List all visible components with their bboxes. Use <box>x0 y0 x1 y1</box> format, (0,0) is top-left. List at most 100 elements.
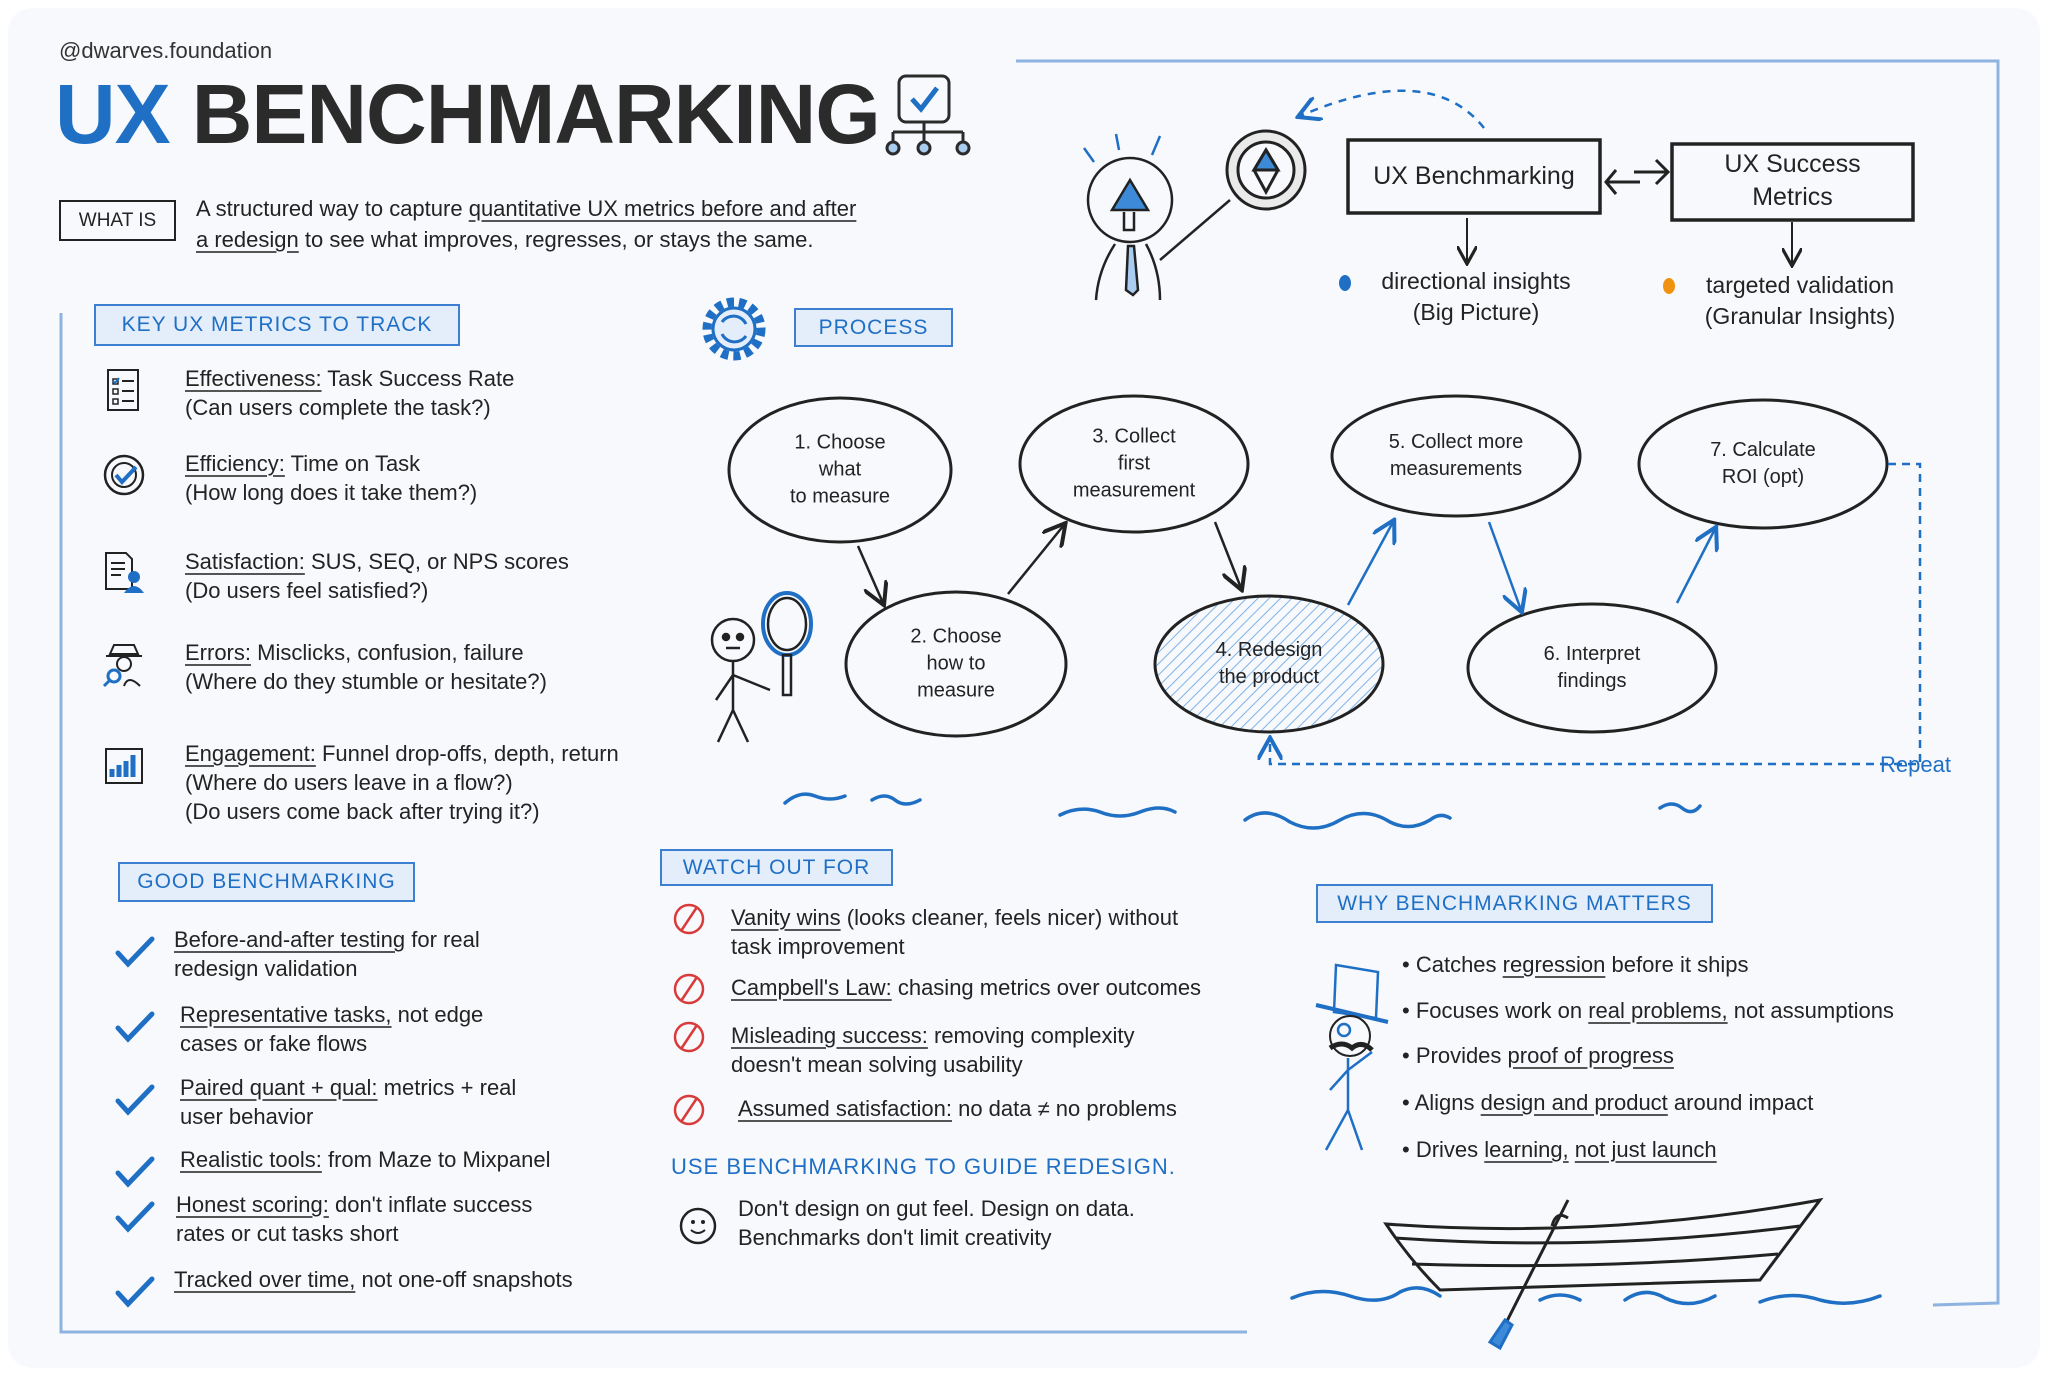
title-accent: UX <box>55 67 171 161</box>
text: Provides <box>1415 1043 1508 1068</box>
step-5-circle <box>1330 394 1582 518</box>
pitfall-item: Assumed satisfaction: no data ≠ no probl… <box>738 1094 1177 1123</box>
insight-title: directional insights <box>1381 268 1571 294</box>
practice-detail: cases or fake flows <box>180 1031 368 1056</box>
underlined-text: regression <box>1502 952 1606 977</box>
directional-insights: directional insights (Big Picture) <box>1356 266 1596 328</box>
why-item: Catches regression before it ships <box>1402 950 1749 979</box>
practice-title: Representative tasks, not edge <box>180 1000 483 1029</box>
check-icon <box>115 1201 155 1233</box>
ux-success-metrics-box <box>1670 142 1915 222</box>
arrow-2-to-3 <box>1007 525 1064 595</box>
bar-chart-icon <box>105 748 143 784</box>
step-6-circle <box>1466 602 1718 734</box>
underlined-text: Realistic tools: <box>180 1147 322 1172</box>
good-practice-item: Realistic tools: from Maze to Mixpanel <box>180 1145 550 1174</box>
underlined-text: real problems, <box>1588 998 1728 1023</box>
text: Catches <box>1415 952 1503 977</box>
targeted-validation: targeted validation (Granular Insights) <box>1680 270 1920 332</box>
prohibited-icon <box>673 973 705 1005</box>
practice-detail: rates or cut tasks short <box>176 1221 399 1246</box>
step-label-line: 5. Collect more <box>1388 431 1524 453</box>
definition-text: A structured way to capture quantitative… <box>196 193 856 255</box>
underlined-text: Efficiency: <box>185 451 285 476</box>
box-text: Metrics <box>1752 183 1833 211</box>
arrow-6-to-7 <box>1675 529 1715 604</box>
mirror-person-illustration <box>710 591 813 743</box>
process-step-4: 4. Redesign the product <box>1216 637 1323 691</box>
guide-text: Don't design on gut feel. Design on data… <box>738 1194 1135 1252</box>
step-2-circle <box>844 590 1068 738</box>
insight-title: targeted validation <box>1706 272 1894 298</box>
good-benchmarking-heading: GOOD BENCHMARKING <box>118 862 415 902</box>
box-text: UX Benchmarking <box>1373 162 1575 190</box>
text: to see what improves, regresses, or stay… <box>298 227 814 252</box>
underlined-text: Satisfaction: <box>185 549 305 574</box>
text: from Maze to Mixpanel <box>321 1147 551 1172</box>
underlined-text: Misleading success: <box>731 1023 928 1048</box>
text: for real <box>405 927 480 952</box>
step-label-line: 4. Redesign <box>1215 639 1323 661</box>
step-label-line: 3. Collect <box>1092 425 1176 448</box>
underlined-text: Effectiveness: <box>185 366 322 391</box>
underlined-text: learning, <box>1484 1137 1569 1162</box>
insight-subtitle: (Granular Insights) <box>1704 303 1896 329</box>
arrow-4-to-5 <box>1346 522 1393 606</box>
underlined-text: Paired quant + qual: <box>180 1075 378 1100</box>
checklist-icon <box>107 369 139 411</box>
pitfall-detail: task improvement <box>731 934 905 959</box>
why-item: Focuses work on real problems, not assum… <box>1402 996 1894 1025</box>
step-label-line: what <box>818 458 862 481</box>
metric-title: Efficiency: Time on Task <box>185 449 477 478</box>
definition-line-2: a redesign to see what improves, regress… <box>196 224 856 255</box>
underlined-text: Before-and-after testing <box>174 927 406 952</box>
detective-icon <box>102 644 142 688</box>
text: Drives <box>1415 1137 1485 1162</box>
text: no data ≠ no problems <box>951 1096 1177 1121</box>
text: Time on Task <box>284 451 421 476</box>
arrow-3-to-4 <box>1213 521 1241 588</box>
ux-success-metrics-label: UX Success Metrics <box>1672 148 1913 214</box>
text: around impact <box>1667 1090 1814 1115</box>
step-4-circle <box>1153 594 1385 734</box>
water-waves <box>1290 1286 1882 1306</box>
step-label-line: how to <box>926 652 986 675</box>
rowboat-illustration <box>1383 1197 1824 1351</box>
text: A structured way to capture <box>196 196 469 221</box>
dashed-curve-arrow <box>1300 89 1485 129</box>
underlined-text: proof of progress <box>1507 1043 1674 1068</box>
step-label-line: to measure <box>789 485 891 508</box>
wave-decoration <box>783 792 1702 830</box>
step-label-line: 2. Choose <box>910 625 1002 648</box>
text: Task Success Rate <box>321 366 515 391</box>
frame-border-right <box>1016 59 2000 1307</box>
step-label-line: the product <box>1218 666 1320 688</box>
check-icon <box>115 936 155 968</box>
frame-border-left <box>59 313 1247 1334</box>
practice-detail: redesign validation <box>174 956 358 981</box>
metric-item: Engagement: Funnel drop-offs, depth, ret… <box>185 739 619 826</box>
practice-title: Realistic tools: from Maze to Mixpanel <box>180 1145 550 1174</box>
text: removing complexity <box>927 1023 1135 1048</box>
pitfall-title: Vanity wins (looks cleaner, feels nicer)… <box>731 903 1178 932</box>
metric-item: Satisfaction: SUS, SEQ, or NPS scores(Do… <box>185 547 569 605</box>
text: not assumptions <box>1727 998 1894 1023</box>
practice-title: Paired quant + qual: metrics + real <box>180 1073 516 1102</box>
pitfall-title: Misleading success: removing complexity <box>731 1021 1135 1050</box>
step-label-line: ROI (opt) <box>1721 466 1805 488</box>
pitfall-item: Campbell's Law: chasing metrics over out… <box>731 973 1201 1002</box>
metric-question: (Do users feel satisfied?) <box>185 578 429 603</box>
step-label-line: measure <box>917 679 995 702</box>
arrow-1-to-2 <box>856 545 883 603</box>
step-3-circle <box>1018 394 1250 534</box>
metric-title: Errors: Misclicks, confusion, failure <box>185 638 547 667</box>
underlined-text: Assumed satisfaction: <box>738 1096 952 1121</box>
practice-title: Before-and-after testing for real <box>174 925 480 954</box>
